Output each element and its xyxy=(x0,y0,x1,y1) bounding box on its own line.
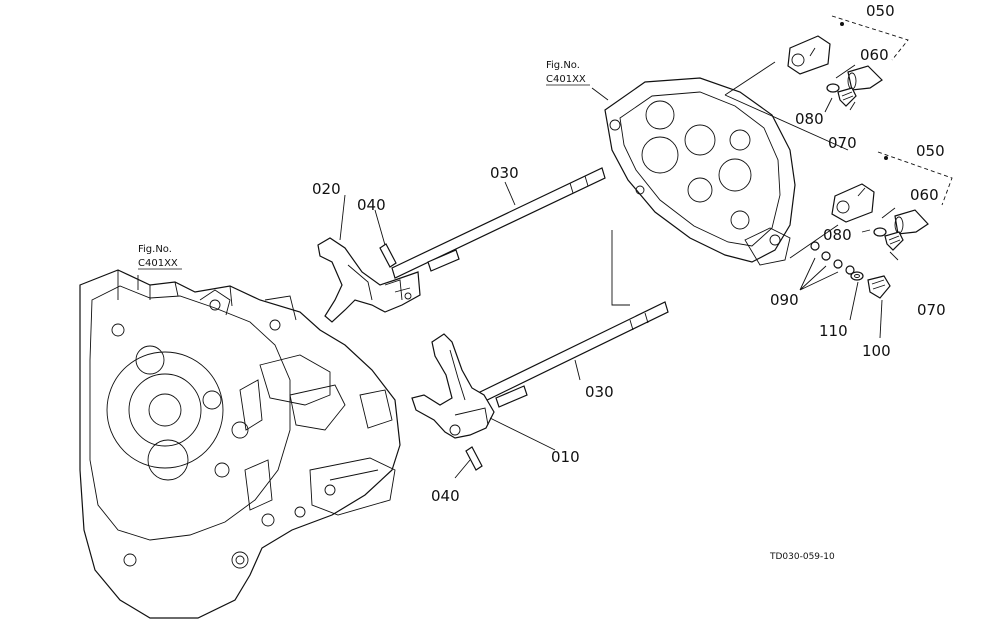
callout-080: 080 xyxy=(823,226,852,244)
callout-050: 050 xyxy=(866,2,895,20)
callout-050: 050 xyxy=(916,142,945,160)
callout-010: 010 xyxy=(551,448,580,466)
callout-080: 080 xyxy=(795,110,824,128)
leader-lines xyxy=(137,47,899,479)
shift-fork-020 xyxy=(317,237,421,323)
fig-ref-1-line2: C401XX xyxy=(546,74,586,85)
fig-ref-1-line1: Fig.No. xyxy=(546,60,580,71)
shift-fork-010 xyxy=(411,333,495,439)
callout-040: 040 xyxy=(357,196,386,214)
callout-030: 030 xyxy=(490,164,519,182)
callout-060: 060 xyxy=(860,46,889,64)
callout-110: 110 xyxy=(819,322,848,340)
dashed-brackets xyxy=(831,15,953,206)
transmission-case xyxy=(79,269,401,619)
fig-ref-2-line1: Fig.No. xyxy=(138,244,172,255)
callout-070: 070 xyxy=(828,134,857,152)
steel-balls-090 xyxy=(810,241,855,275)
bracket-dot xyxy=(884,156,888,160)
detent-assembly-lower xyxy=(831,183,929,251)
drawing-code: TD030-059-10 xyxy=(769,552,835,562)
callout-020: 020 xyxy=(312,180,341,198)
callout-070: 070 xyxy=(917,301,946,319)
bracket-dot xyxy=(840,22,844,26)
shift-shaft-upper xyxy=(391,167,606,279)
washer-110 xyxy=(850,271,864,281)
cover-plate xyxy=(604,77,796,266)
shift-shaft-lower xyxy=(477,301,669,408)
callout-060: 060 xyxy=(910,186,939,204)
callout-040: 040 xyxy=(431,487,460,505)
spring-pin-upper xyxy=(379,243,397,268)
bolt-100 xyxy=(867,275,891,299)
detent-assembly-upper xyxy=(787,35,883,107)
spring-pin-lower xyxy=(465,446,483,471)
fig-ref-2-line2: C401XX xyxy=(138,258,178,269)
callout-030: 030 xyxy=(585,383,614,401)
callout-100: 100 xyxy=(862,342,891,360)
callout-090: 090 xyxy=(770,291,799,309)
